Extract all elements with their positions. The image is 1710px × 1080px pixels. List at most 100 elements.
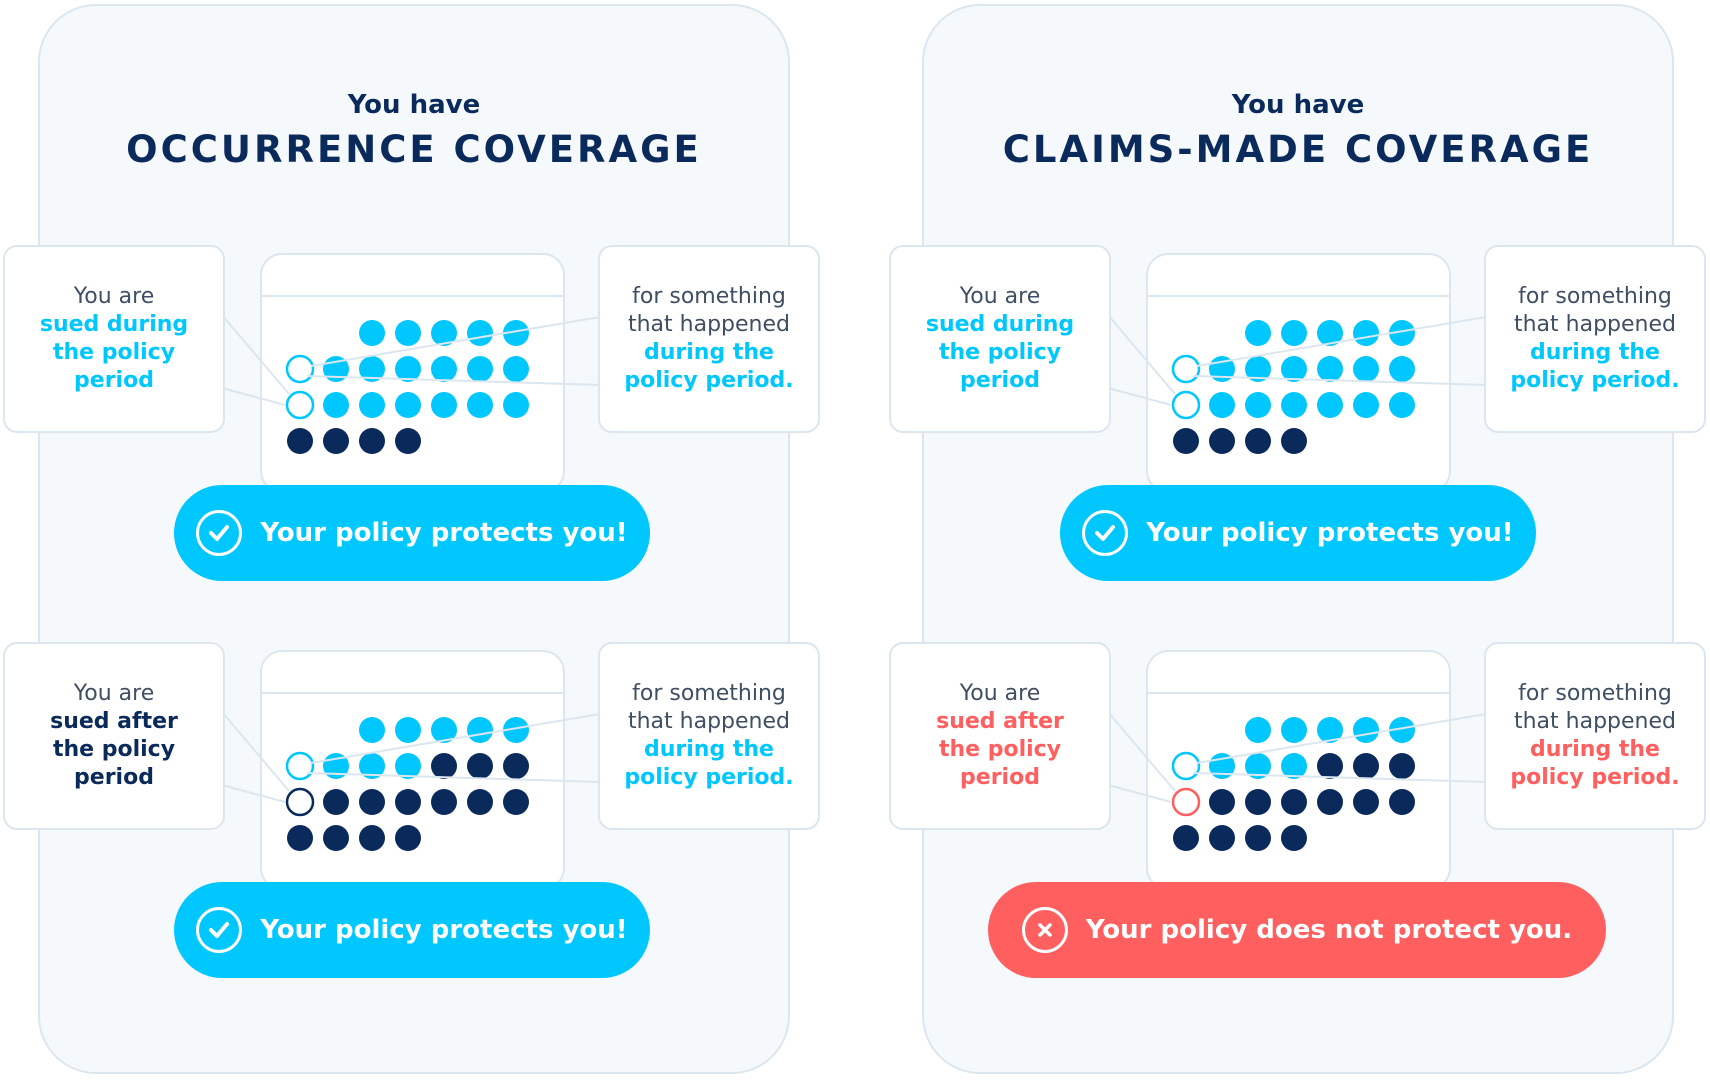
result-banner: Your policy protects you! <box>174 882 650 978</box>
calendar-day <box>503 356 529 382</box>
calendar-day <box>1317 753 1343 779</box>
calendar-day <box>1281 356 1307 382</box>
calendar-day <box>323 825 349 851</box>
calendar <box>1146 650 1451 890</box>
result-banner: Your policy protects you! <box>1060 485 1536 581</box>
calendar-day <box>1317 356 1343 382</box>
calendar-day <box>467 356 493 382</box>
calendar-day <box>1353 392 1379 418</box>
sued-line-1: You are <box>959 681 1041 706</box>
calendar-day <box>1209 825 1235 851</box>
calendar-day <box>1245 789 1271 815</box>
incident-line-1: for something <box>1518 284 1672 309</box>
sued-line-2: sued after <box>50 709 178 734</box>
calendar-day <box>467 789 493 815</box>
calendar-day <box>1317 392 1343 418</box>
check-icon <box>196 510 243 556</box>
incident-day-marker <box>285 354 315 384</box>
calendar-day <box>395 392 421 418</box>
incident-bubble: for something that happened during the p… <box>1484 245 1706 433</box>
calendar-header-bar <box>1148 295 1449 297</box>
sued-line-4: period <box>960 368 1040 393</box>
incident-line-1: for something <box>632 681 786 706</box>
scenario: You are sued during the policy period fo… <box>886 245 1710 645</box>
sued-line-1: You are <box>73 284 155 309</box>
sued-line-4: period <box>74 368 154 393</box>
result-text: Your policy protects you! <box>260 518 628 548</box>
incident-line-4: policy period. <box>624 765 794 790</box>
result-text: Your policy does not protect you. <box>1085 915 1573 945</box>
result-banner: Your policy protects you! <box>174 485 650 581</box>
incident-line-2: that happened <box>627 709 790 734</box>
sued-line-3: the policy <box>938 737 1062 762</box>
calendar-day <box>1245 825 1271 851</box>
sued-line-3: the policy <box>52 340 176 365</box>
sued-line-3: the policy <box>52 737 176 762</box>
sued-bubble: You are sued after the policy period <box>3 642 225 830</box>
calendar-day <box>323 392 349 418</box>
sued-line-1: You are <box>73 681 155 706</box>
calendar-day <box>395 320 421 346</box>
scenario: You are sued after the policy period for… <box>886 642 1710 1042</box>
calendar-day <box>1281 392 1307 418</box>
calendar-day <box>503 392 529 418</box>
calendar-day <box>1317 789 1343 815</box>
calendar-day <box>323 753 349 779</box>
sued-line-4: period <box>74 765 154 790</box>
calendar-day <box>1389 753 1415 779</box>
calendar-day <box>431 717 457 743</box>
calendar-day <box>467 753 493 779</box>
calendar-day <box>359 789 385 815</box>
incident-line-3: during the <box>1530 737 1660 762</box>
calendar-days <box>285 717 529 851</box>
incident-bubble: for something that happened during the p… <box>1484 642 1706 830</box>
calendar-day <box>395 428 421 454</box>
calendar-day <box>431 356 457 382</box>
calendar-header-bar <box>262 295 563 297</box>
calendar-day <box>395 825 421 851</box>
incident-bubble: for something that happened during the p… <box>598 245 820 433</box>
panel-title: CLAIMS-MADE COVERAGE <box>1002 128 1594 171</box>
calendar-day <box>1209 428 1235 454</box>
calendar-day <box>503 320 529 346</box>
calendar-day <box>1281 825 1307 851</box>
result-text: Your policy protects you! <box>1146 518 1514 548</box>
incident-line-4: policy period. <box>1510 368 1680 393</box>
calendar-day <box>359 753 385 779</box>
sued-day-marker <box>285 390 315 420</box>
calendar-day <box>1389 717 1415 743</box>
sued-line-1: You are <box>959 284 1041 309</box>
calendar-day <box>503 717 529 743</box>
calendar-day <box>1173 825 1199 851</box>
calendar-day <box>1353 320 1379 346</box>
calendar-day <box>395 753 421 779</box>
x-icon <box>1021 907 1068 953</box>
result-banner: Your policy does not protect you. <box>988 882 1606 978</box>
calendar-day <box>1209 789 1235 815</box>
sued-line-2: sued during <box>925 312 1075 337</box>
sued-day-marker <box>1171 787 1201 817</box>
calendar-day <box>1281 753 1307 779</box>
incident-day-marker <box>1171 354 1201 384</box>
incident-day-marker <box>285 751 315 781</box>
calendar-day <box>1317 320 1343 346</box>
sued-day-marker <box>1171 390 1201 420</box>
calendar-day <box>1173 428 1199 454</box>
calendar-day <box>431 392 457 418</box>
calendar-day <box>359 356 385 382</box>
calendar-day <box>1317 717 1343 743</box>
calendar-day <box>1353 356 1379 382</box>
calendar-day <box>395 789 421 815</box>
sued-line-2: sued during <box>39 312 189 337</box>
calendar-day <box>1389 356 1415 382</box>
check-icon <box>1082 510 1129 556</box>
panel-title: OCCURRENCE COVERAGE <box>126 128 702 171</box>
panel-subtitle: You have <box>347 90 481 120</box>
incident-line-3: during the <box>1530 340 1660 365</box>
calendar <box>260 253 565 493</box>
incident-line-2: that happened <box>1513 312 1676 337</box>
calendar-day <box>359 825 385 851</box>
calendar-day <box>1209 392 1235 418</box>
panel-subtitle: You have <box>1231 90 1365 120</box>
calendar-day <box>431 789 457 815</box>
